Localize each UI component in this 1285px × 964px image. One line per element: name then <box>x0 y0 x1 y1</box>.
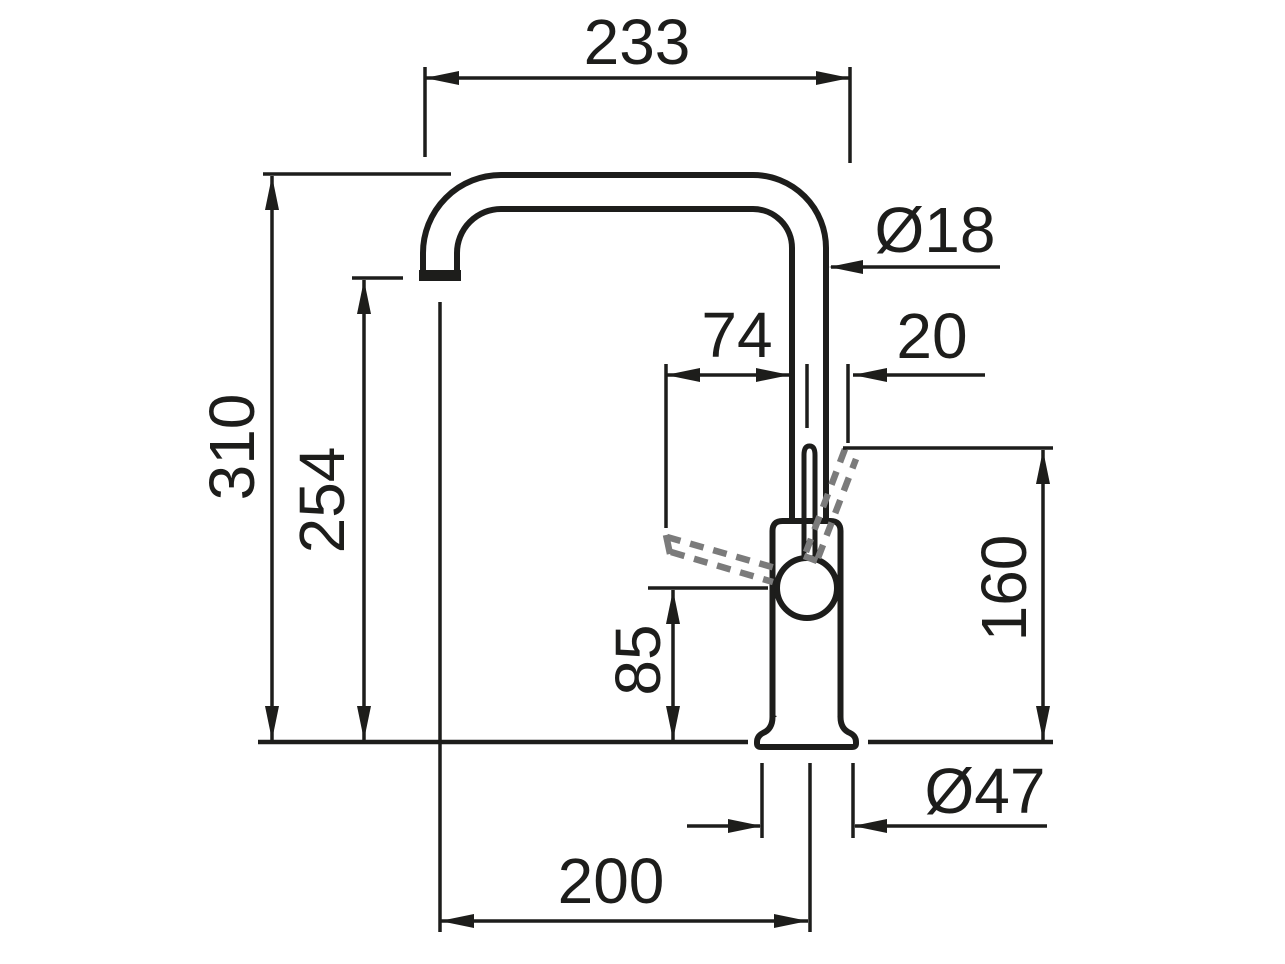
base-skirt <box>754 716 859 750</box>
arrowhead-left <box>440 914 474 928</box>
arrowhead-right <box>756 368 790 382</box>
arrowhead-left <box>829 260 863 274</box>
faucet-outline <box>258 172 1053 750</box>
dim-label-tube-diameter: Ø18 <box>875 194 996 266</box>
arrowhead-right <box>774 914 808 928</box>
handle-right-position-line-a <box>802 447 849 554</box>
arrowhead-bottom <box>265 706 279 740</box>
dim-label-handle-top-height: 160 <box>968 535 1040 642</box>
spout-inner-contour <box>454 206 795 524</box>
dimension-base-diameter: Ø47 <box>687 755 1047 932</box>
arrowhead-20 <box>853 368 887 382</box>
handle-left-tip <box>662 534 674 555</box>
handle-right-butt <box>802 552 819 565</box>
spout-outer-contour <box>420 172 829 524</box>
arrowhead-left <box>728 819 762 833</box>
arrowhead-right <box>853 819 887 833</box>
dim-label-handle-swing-right: 20 <box>896 300 967 372</box>
handle-swing-positions <box>662 447 860 586</box>
dim-label-handle-swing-left: 74 <box>701 299 772 371</box>
dimension-outlet-height: 254 <box>286 276 403 740</box>
dimension-handle-swing: 74 20 <box>664 299 985 528</box>
ball-joint <box>774 555 840 621</box>
dimension-spout-projection: 233 <box>423 6 852 163</box>
arrowhead-top <box>265 176 279 210</box>
dimension-joint-height: 85 <box>602 586 768 740</box>
handle-shaft <box>801 443 818 565</box>
dim-label-outlet-reach: 200 <box>558 845 665 917</box>
dimension-tube-diameter: Ø18 <box>829 194 1000 274</box>
arrowhead-bottom <box>357 706 371 740</box>
dim-label-total-height: 310 <box>196 394 268 501</box>
arrowhead-top <box>666 590 680 624</box>
arrowhead-top <box>357 280 371 314</box>
dimension-outlet-reach: 200 <box>438 302 808 932</box>
arrowhead-bottom <box>666 706 680 740</box>
handle-left-position-line-a <box>666 533 780 573</box>
arrowhead-left <box>666 368 700 382</box>
arrowhead-bottom <box>1036 706 1050 740</box>
dimension-total-height: 310 <box>196 172 451 740</box>
arrowhead-right <box>816 71 850 85</box>
handle-right-position-line-b <box>814 457 860 560</box>
dim-label-joint-height: 85 <box>602 624 674 695</box>
arrowhead-left <box>425 71 459 85</box>
dim-label-spout-projection: 233 <box>584 6 691 78</box>
dim-label-outlet-height: 254 <box>286 447 358 554</box>
dimension-handle-top-height: 160 <box>843 446 1053 740</box>
dim-label-base-diameter: Ø47 <box>925 755 1046 827</box>
handle-left-position-line-b <box>670 548 774 586</box>
arrowhead-top <box>1036 450 1050 484</box>
